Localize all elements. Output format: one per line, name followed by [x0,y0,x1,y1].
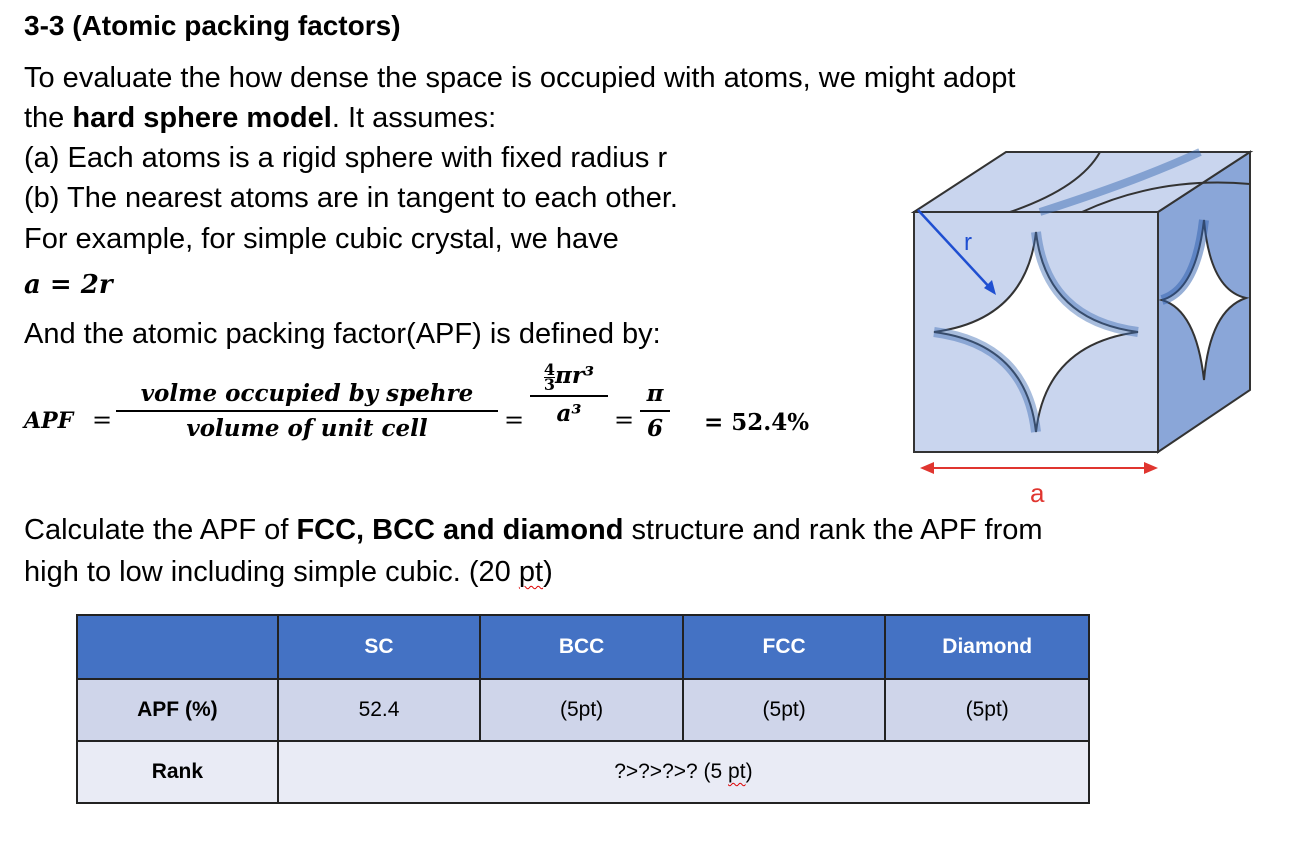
task-pt: pt [518,556,544,588]
hard-sphere-term: hard sphere model [72,102,332,134]
edge-arrow-right-icon [1144,462,1158,474]
fraction-volume: volme occupied by spehre volume of unit … [116,380,498,442]
fraction-sphere-denominator: a³ [556,399,582,427]
apf-row-label: APF (%) [76,678,279,742]
intro-line-1: To evaluate the how dense the space is o… [24,62,1016,94]
radius-label: r [964,229,972,256]
edge-arrow-left-icon [920,462,934,474]
edge-length-label: a [1030,478,1045,508]
radius-arrow [917,209,993,291]
formula-equals-1: = [92,406,113,434]
front-face-void [933,231,1139,433]
formula-lhs: APF [24,408,74,434]
intro-line-2: the hard sphere model. It assumes: [24,102,497,134]
structures-term: FCC, BCC and diamond [296,514,624,546]
lattice-equation: a = 2r [24,270,113,300]
assumption-a: (a) Each atoms is a rigid sphere with fi… [24,142,668,174]
apf-sc-value: 52.4 [276,678,482,742]
fraction-volume-numerator: volme occupied by spehre [140,380,474,407]
table-row: Rank ?>?>?>? (5 pt) [76,740,1091,804]
task-line-1: Calculate the APF of FCC, BCC and diamon… [24,514,1043,546]
header-fcc: FCC [681,614,887,680]
header-diamond: Diamond [884,614,1090,680]
simple-cubic-unit-cell-figure: r a [910,148,1254,508]
fraction-volume-denominator: volume of unit cell [186,415,428,442]
header-empty [76,614,279,680]
formula-equals-2: = [504,406,525,434]
fraction-pi-six: π 6 [640,380,670,442]
apf-definition-line: And the atomic packing factor(APF) is de… [24,318,661,350]
radius-arrowhead-icon [984,280,996,295]
apf-fcc-value[interactable]: (5pt) [681,678,887,742]
table-header-row: SC BCC FCC Diamond [76,614,1090,680]
formula-equals-3: = [614,406,635,434]
header-sc: SC [276,614,482,680]
rank-value[interactable]: ?>?>?>? (5 pt) [276,740,1091,804]
header-bcc: BCC [479,614,684,680]
apf-diamond-value[interactable]: (5pt) [884,678,1090,742]
rank-row-label: Rank [76,740,279,804]
formula-result: = 52.4% [704,409,810,436]
example-line: For example, for simple cubic crystal, w… [24,223,619,255]
fraction-pi-denominator: 6 [646,415,663,442]
fraction-pi-numerator: π [646,380,664,407]
task-line-2: high to low including simple cubic. (20 … [24,556,553,588]
apf-table: SC BCC FCC Diamond APF (%) 52.4 (5pt) (5… [76,614,1091,804]
assumption-b: (b) The nearest atoms are in tangent to … [24,182,678,214]
apf-bcc-value[interactable]: (5pt) [479,678,684,742]
table-row: APF (%) 52.4 (5pt) (5pt) (5pt) [76,678,1090,742]
problem-title: 3-3 (Atomic packing factors) [24,10,401,41]
